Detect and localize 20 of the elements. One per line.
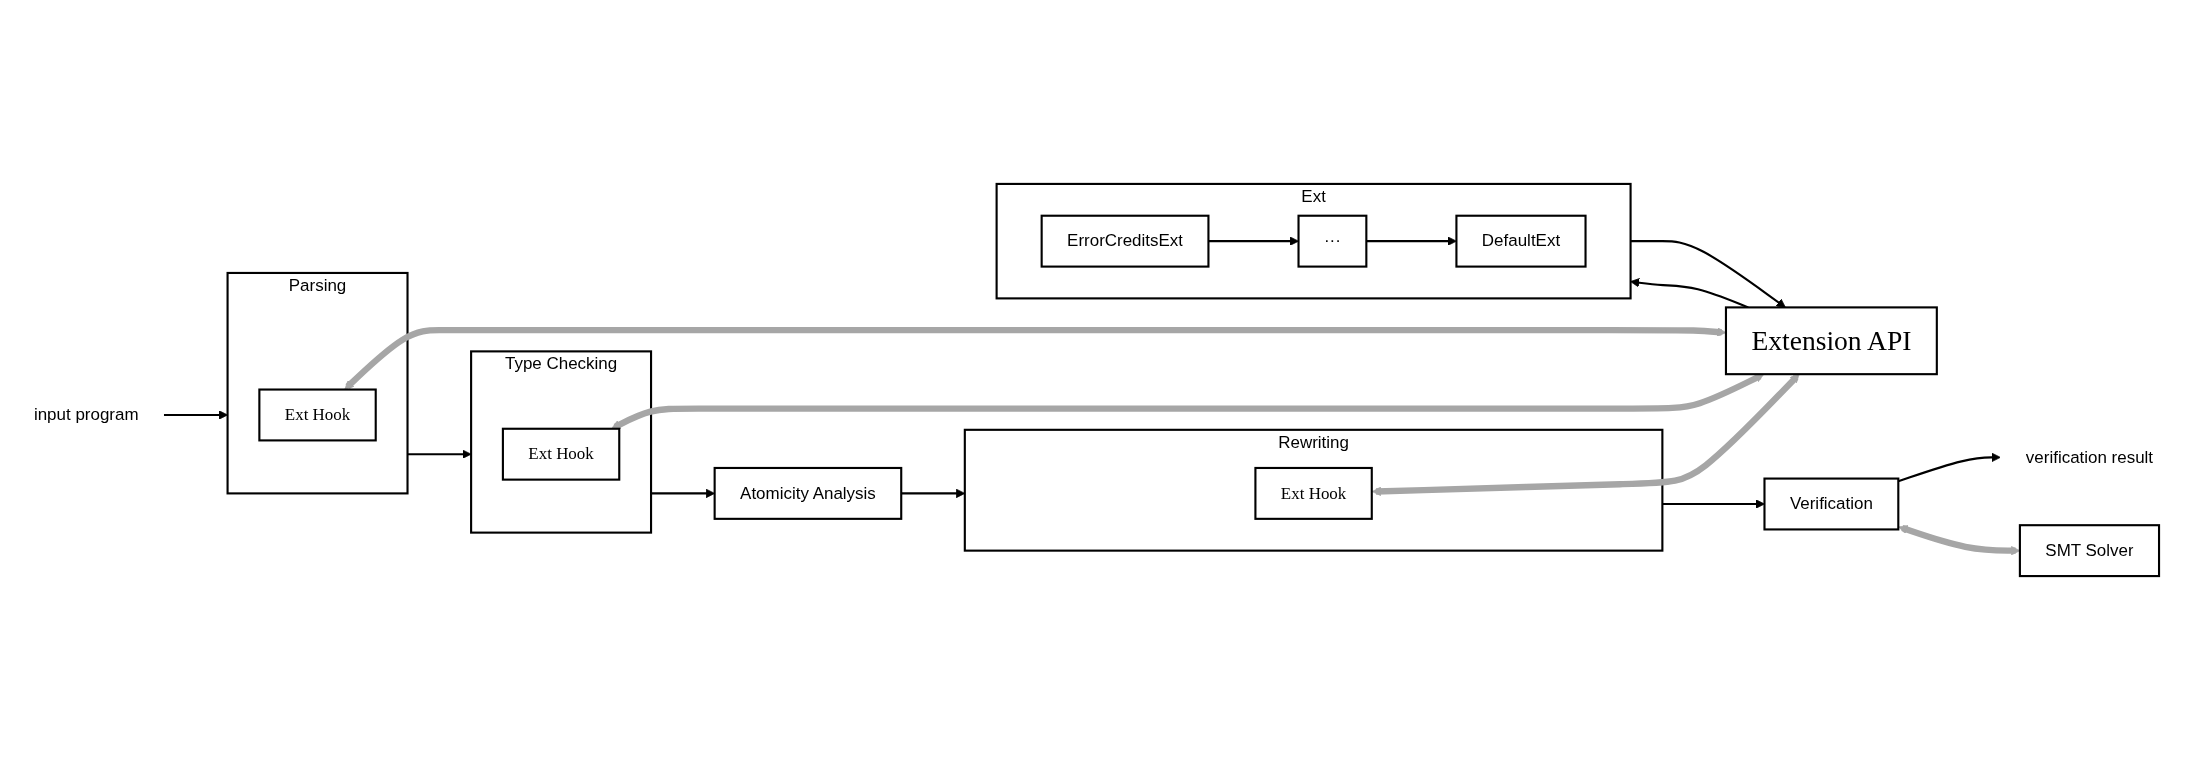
arrow <box>901 488 966 499</box>
arrow <box>1366 236 1457 246</box>
arrow <box>1662 499 1765 509</box>
node-box: Verification <box>1763 477 1900 531</box>
node-box: Atomicity Analysis <box>713 466 903 520</box>
node-box: ErrorCreditsExt <box>1040 214 1210 268</box>
node-box: Ext Hook <box>1254 466 1373 520</box>
arrow <box>1208 236 1299 246</box>
arrow <box>164 410 228 420</box>
arrow <box>1897 452 2001 483</box>
node-box: ··· <box>1297 214 1368 268</box>
node-text: verification result <box>2025 447 2154 466</box>
node-box: Ext Hook <box>258 388 377 442</box>
arrow <box>1630 240 1786 308</box>
arrow <box>407 449 472 459</box>
node-box: Ext Hook <box>501 427 621 481</box>
node-text: input program <box>33 405 139 424</box>
node-box: Extension API <box>1724 306 1938 376</box>
node-box: SMT Solver <box>2018 524 2161 578</box>
node-box: DefaultExt <box>1455 214 1587 268</box>
